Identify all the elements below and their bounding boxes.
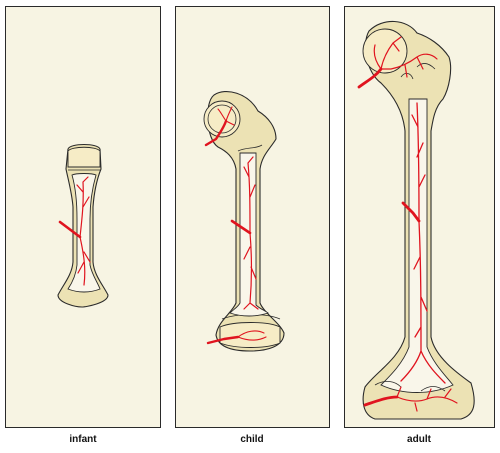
adult-bone-illustration xyxy=(357,20,475,420)
infant-epiphysis xyxy=(67,146,101,168)
infant-bone-illustration xyxy=(57,143,109,308)
adult-panel xyxy=(344,6,495,428)
adult-distal-artery xyxy=(363,395,399,407)
adult-nutrient-artery xyxy=(401,201,421,223)
infant-nutrient-artery xyxy=(58,220,82,239)
child-bone-illustration xyxy=(203,91,285,352)
adult-caption: adult xyxy=(407,434,431,445)
infant-caption: infant xyxy=(69,434,97,445)
child-distal-epiphysis xyxy=(219,322,281,348)
child-distal-artery xyxy=(206,335,240,345)
adult-marrow-cavity xyxy=(380,98,454,393)
child-panel xyxy=(175,6,330,428)
child-head-artery xyxy=(204,119,228,147)
child-nutrient-artery xyxy=(230,219,252,235)
adult-head-artery xyxy=(357,67,383,89)
infant-panel xyxy=(5,6,161,428)
child-caption: child xyxy=(240,434,264,445)
child-marrow-cavity xyxy=(229,152,269,317)
